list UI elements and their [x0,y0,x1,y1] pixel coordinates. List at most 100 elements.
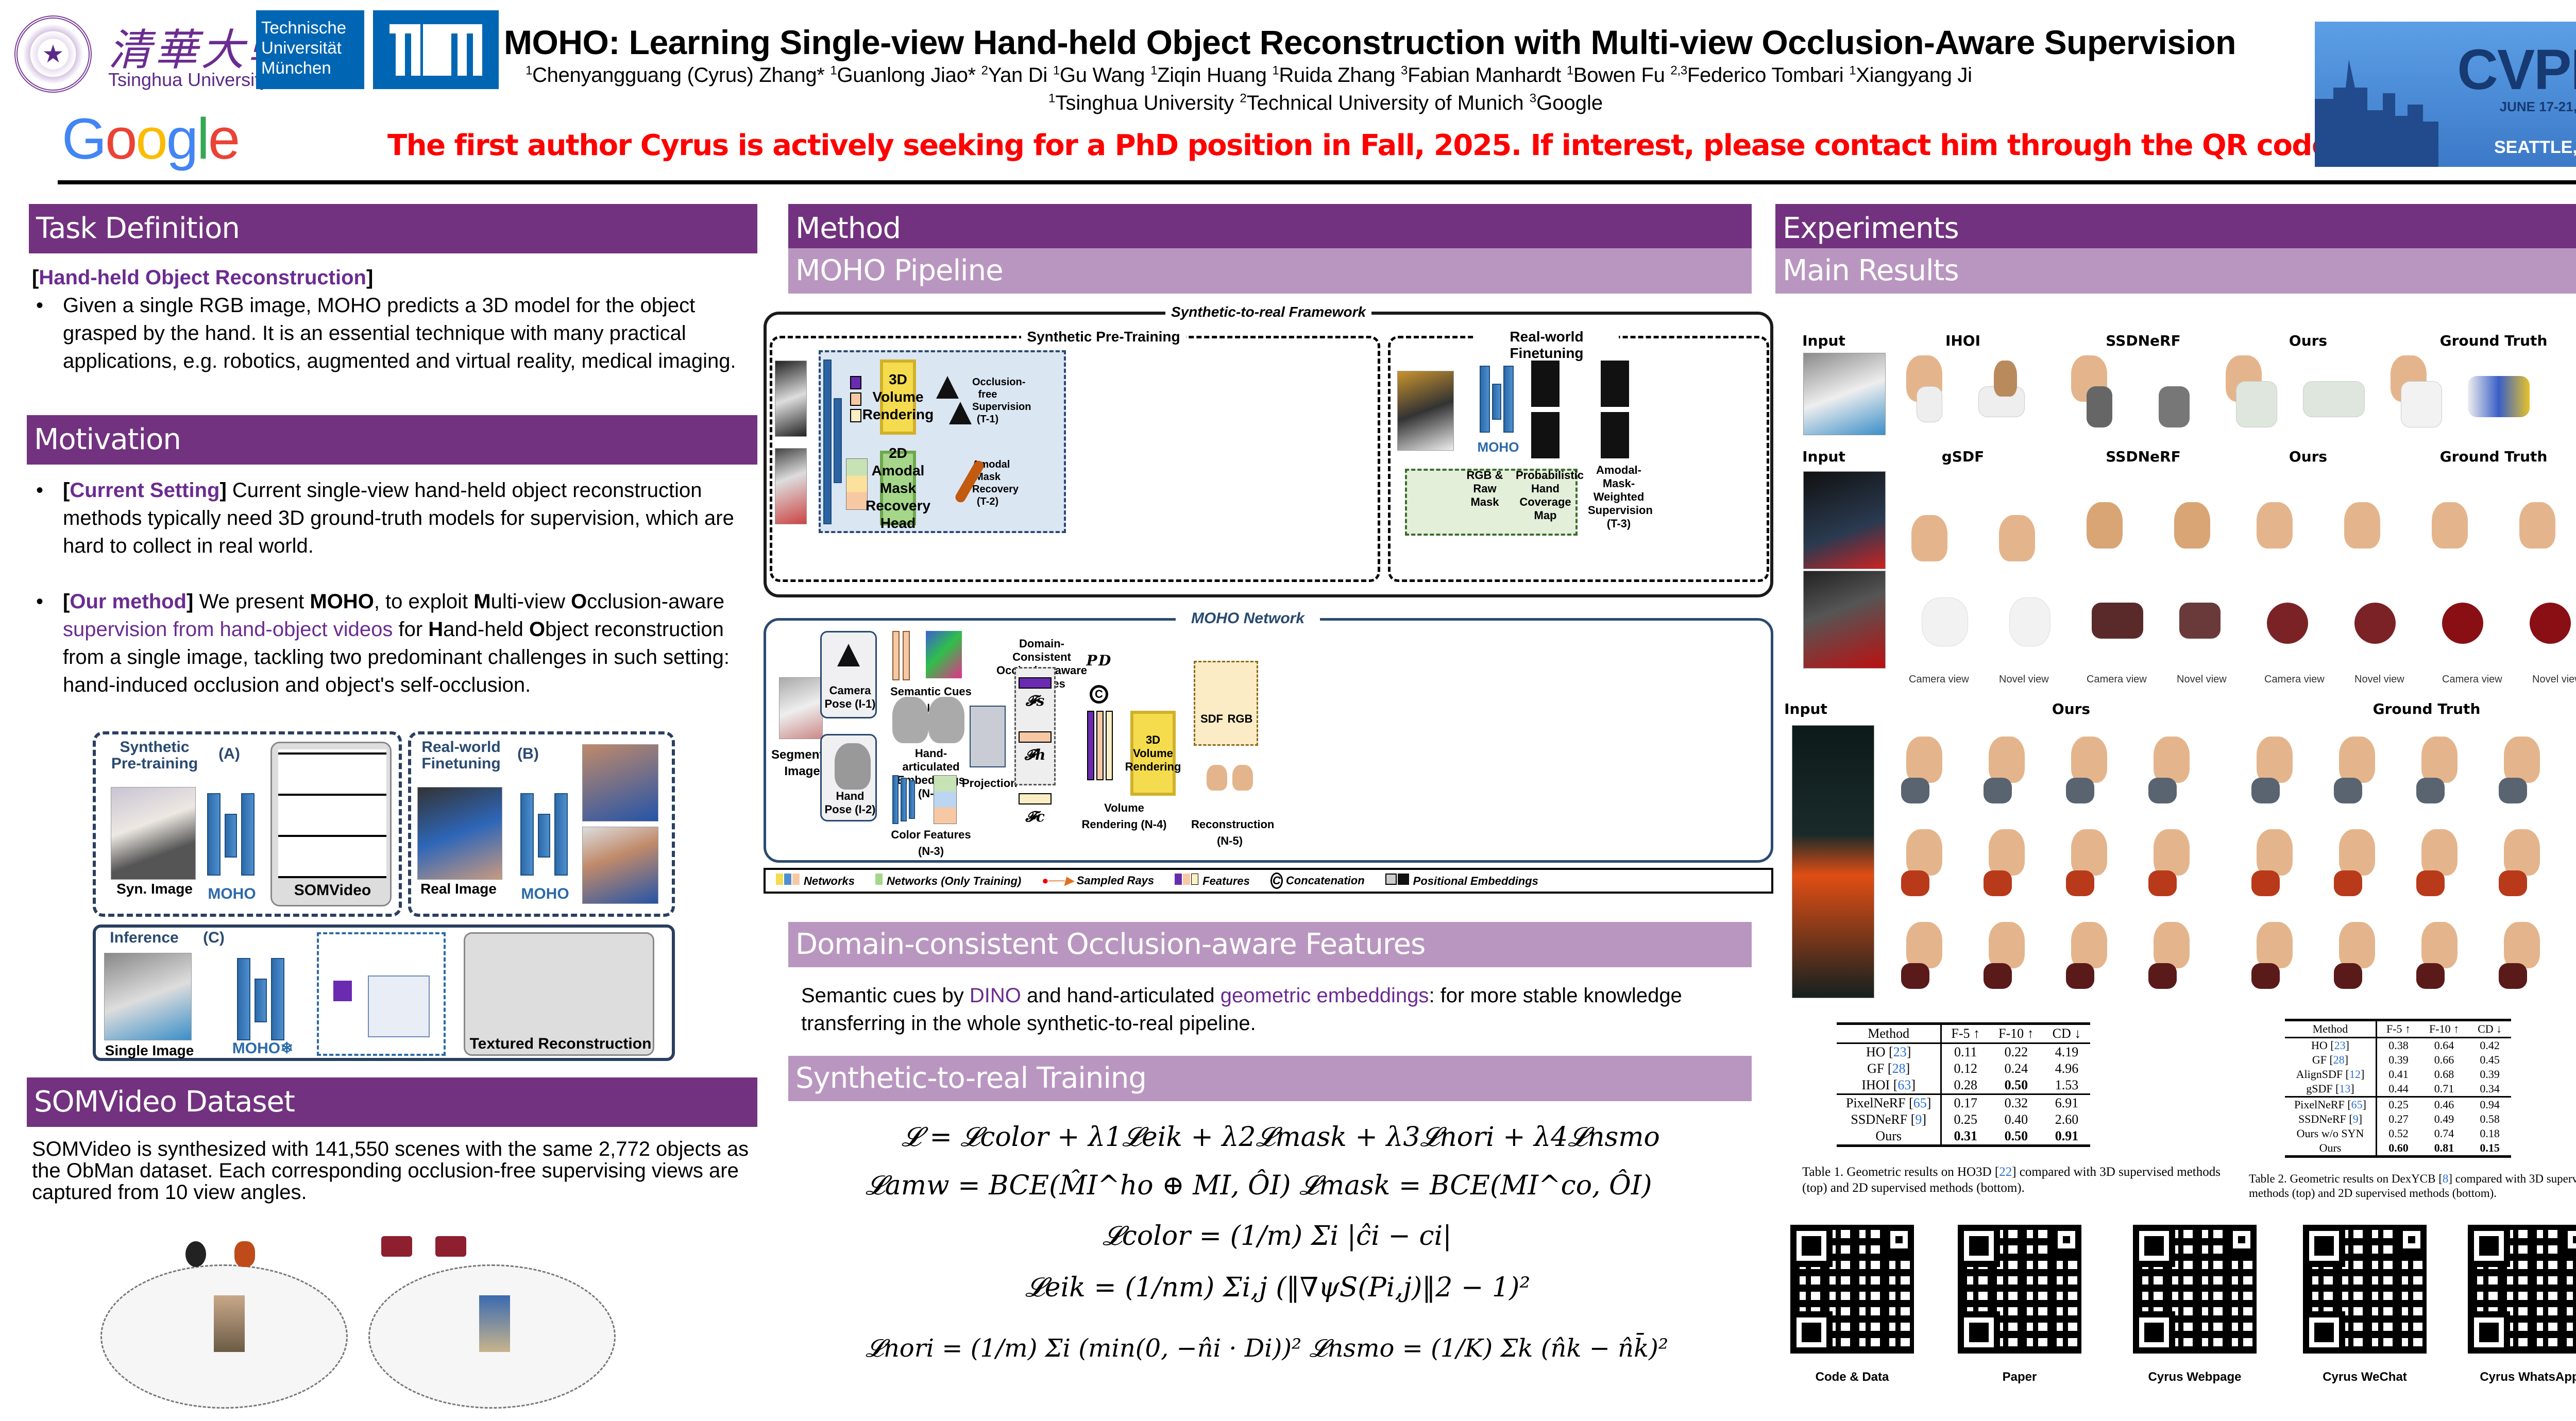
occlusion-free-label: Occlusion-free Supervision (T-1) [972,376,1031,425]
camera-view-label: Camera view [1909,674,1969,685]
single-image-label: Single Image [105,1042,194,1058]
hand-render [2421,922,2458,968]
method-cell: HO [23] [2285,1037,2377,1053]
volume-rendering-block: 3D Volume Rendering [862,359,934,435]
camera-view-label: Camera view [2087,674,2147,685]
qr-code[interactable] [2468,1225,2576,1354]
qr-label: Cyrus WhatsApp [2480,1370,2576,1384]
hand-render [2421,829,2458,876]
input-crop-image [775,448,807,524]
amw-mask-loss-equation: 𝓛amw = BCE(M̂I^ho ⊕ MI, ÔI) 𝓛mask = BCE(… [866,1170,1652,1201]
volume-rendering-label: Volume Rendering (N-4) [1081,801,1167,831]
author: 1Gu Wang [1053,64,1145,87]
f5-cell: 0.28 [1954,1077,1977,1092]
col-header: gSDF [1941,448,1985,465]
legend-features: Features [1175,874,1250,888]
col-header: SSDNeRF [2106,332,2181,349]
tum-mark-icon [389,24,482,76]
hand-render [2421,737,2458,783]
col-header: Ours [2052,700,2091,717]
hand-mesh [928,697,964,743]
object-render [2251,870,2280,896]
cd-cell: 0.91 [2055,1128,2079,1143]
feature-grid [846,458,868,510]
object-render [1901,870,1929,896]
stage-b-tag: (B) [517,745,539,762]
normal-loss-equation: 𝓛nori = (1/m) Σi (min(0, −n̂i · Di))² 𝓛n… [866,1334,1669,1363]
f10-cell: 0.74 [2434,1127,2454,1140]
semantic-map [926,631,962,678]
object-reconstruction [2179,603,2221,639]
rgb-mask-label: RGB & Raw Mask [1466,469,1503,508]
concat-bar [1087,711,1094,780]
cd-cell: 0.39 [2480,1068,2500,1081]
object-render [2416,778,2445,803]
hand-render [2339,737,2375,783]
f5-cell: 0.25 [1954,1112,1977,1127]
affiliation: 1Tsinghua University [1048,92,1234,115]
col-header: Ground Truth [2439,448,2548,465]
encoder-block [823,359,832,524]
object-reconstruction [2303,381,2365,417]
author: 3Fabian Manhardt [1401,64,1561,87]
column-header: CD ↓ [2043,1023,2091,1044]
qr-code[interactable] [2303,1225,2427,1354]
qr-code[interactable] [1958,1225,2081,1354]
qr-label: Paper [2002,1370,2037,1384]
task-definition-body: [Hand-held Object Reconstruction] Given … [32,264,753,375]
object-reconstruction [2267,603,2308,644]
moho-label: MOHO [208,885,256,902]
real-input-image [1397,371,1454,451]
object-render [2416,963,2445,989]
hand-mesh [892,697,928,743]
network-block [241,793,255,876]
col-header: SSDNeRF [2106,448,2181,465]
f5-cell: 0.17 [1941,1093,1990,1111]
qr-label: Cyrus WeChat [2323,1370,2407,1384]
volume-rendering-block: 3D Volume Rendering [1125,711,1181,796]
network-title: MOHO Network [1176,610,1320,627]
f10-cell: 0.71 [2434,1082,2454,1095]
camera-icon [949,402,972,424]
sdf-rgb-panel [1194,661,1258,746]
cd-cell: 4.19 [2055,1045,2079,1059]
col-header: IHOI [1945,332,1981,349]
author: 2Yan Di [981,64,1048,87]
hand-render [2339,922,2375,968]
p-label: P [1086,652,1097,669]
hand-reconstruction [1994,361,2017,397]
reconstruction-label: Reconstruction (N-5) [1191,818,1275,847]
tsinghua-english-logo: Tsinghua University [108,69,269,90]
hand-render [2504,922,2540,968]
object-render [1984,963,2012,989]
f5-cell: 0.41 [2388,1068,2409,1081]
method-cell: HO [23] [1837,1043,1942,1060]
qr-code[interactable] [2133,1225,2257,1354]
qr-code[interactable] [1790,1225,1914,1354]
somvideo-text: SOMVideo is synthesized with 141,550 sce… [32,1138,749,1204]
object-render [1984,870,2012,896]
camera-pose-panel: Camera Pose (I-1) [820,631,877,718]
coverage-map-panel [1405,469,1578,536]
cd-cell: 0.58 [2480,1112,2500,1125]
object-render [2334,963,2362,989]
f5-cell: 0.60 [2388,1141,2409,1154]
subsection-domain-features: Domain-consistent Occlusion-aware Featur… [788,922,1752,967]
syn-image-label: Syn. Image [116,881,193,897]
d-label: D [1098,652,1111,669]
section-method: Method [788,204,1752,253]
network-block [225,814,237,858]
method-cell: SSDNeRF [9] [2285,1112,2377,1126]
hand-render [2504,737,2540,783]
framework-figure: Synthetic-to-real Framework Synthetic Pr… [764,304,1773,597]
motivation-body: [Current Setting] Current single-view ha… [32,476,753,699]
overview-figure: Synthetic Pre-training (A) Syn. Image MO… [93,731,675,1061]
stage-a-box [93,731,402,917]
